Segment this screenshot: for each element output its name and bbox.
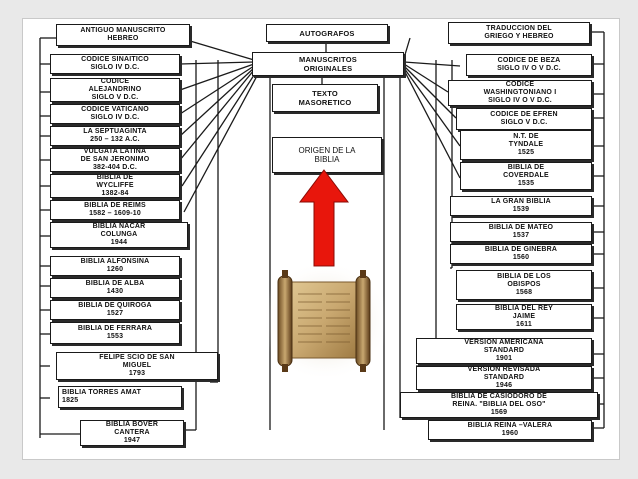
left-node: BIBLIA DE WYCLIFFE 1382-84 [50, 174, 180, 198]
right-node: BIBLIA DE LOS OBISPOS 1568 [456, 270, 592, 300]
right-node: VERSION REVISADA STANDARD 1946 [416, 366, 592, 390]
right-node: BIBLIA DEL REY JAIME 1611 [456, 304, 592, 330]
manuscritos-originales-box: MANUSCRITOS ORIGINALES [252, 52, 404, 76]
left-node: CODICE SINAITICO SIGLO IV D.C. [50, 54, 180, 74]
right-node: CODICE DE BEZA SIGLO IV O V D.C. [466, 54, 592, 76]
left-node: BIBLIA TORRES AMAT 1825 [58, 386, 182, 408]
right-node: N.T. DE TYNDALE 1525 [460, 130, 592, 160]
left-node: BIBLIA DE FERRARA 1553 [50, 322, 180, 344]
right-node: LA GRAN BIBLIA 1539 [450, 196, 592, 216]
right-node: BIBLIA DE COVERDALE 1535 [460, 162, 592, 190]
left-node: ANTIGUO MANUSCRITO HEBREO [56, 24, 190, 46]
left-node: BIBLIA ALFONSINA 1260 [50, 256, 180, 276]
left-node: BIBLIA NACAR COLUNGA 1944 [50, 222, 188, 248]
right-node: VERSION AMERICANA STANDARD 1901 [416, 338, 592, 364]
right-node: BIBLIA DE GINEBRA 1560 [450, 244, 592, 264]
left-node: VULGATA LATINA DE SAN JERONIMO 382-404 D… [50, 148, 180, 172]
up-arrow-icon [299, 169, 349, 267]
right-node: BIBLIA REINA –VALERA 1960 [428, 420, 592, 440]
left-node: BIBLIA BOVER CANTERA 1947 [80, 420, 184, 446]
left-node: CODICE VATICANO SIGLO IV D.C. [50, 104, 180, 124]
autografos-box: AUTOGRAFOS [266, 24, 388, 42]
origen-de-la-biblia-box: ORIGEN DE LA BIBLIA [272, 137, 382, 173]
right-node: TRADUCCION DEL GRIEGO Y HEBREO [448, 22, 590, 44]
right-node: CODICE DE EFREN SIGLO V D.C. [456, 108, 592, 130]
left-node: LA SEPTUAGINTA 250 – 132 A.C. [50, 126, 180, 146]
right-node: CODICE WASHINGTONIANO I SIGLO IV O V D.C… [448, 80, 592, 106]
scroll-parchment-icon [266, 266, 384, 376]
left-node: BIBLIA DE QUIROGA 1527 [50, 300, 180, 320]
right-node: BIBLIA DE CASIODORO DE REINA. "BIBLIA DE… [400, 392, 598, 418]
left-node: BIBLIA DE REIMS 1582 – 1609-10 [50, 200, 180, 220]
texto-masoretico-box: TEXTO MASORETICO [272, 84, 378, 112]
right-node: BIBLIA DE MATEO 1537 [450, 222, 592, 242]
left-node: BIBLIA DE ALBA 1430 [50, 278, 180, 298]
left-node: FELIPE SCIO DE SAN MIGUEL 1793 [56, 352, 218, 380]
left-node: CODICE ALEJANDRINO SIGLO V D.C. [50, 78, 180, 102]
